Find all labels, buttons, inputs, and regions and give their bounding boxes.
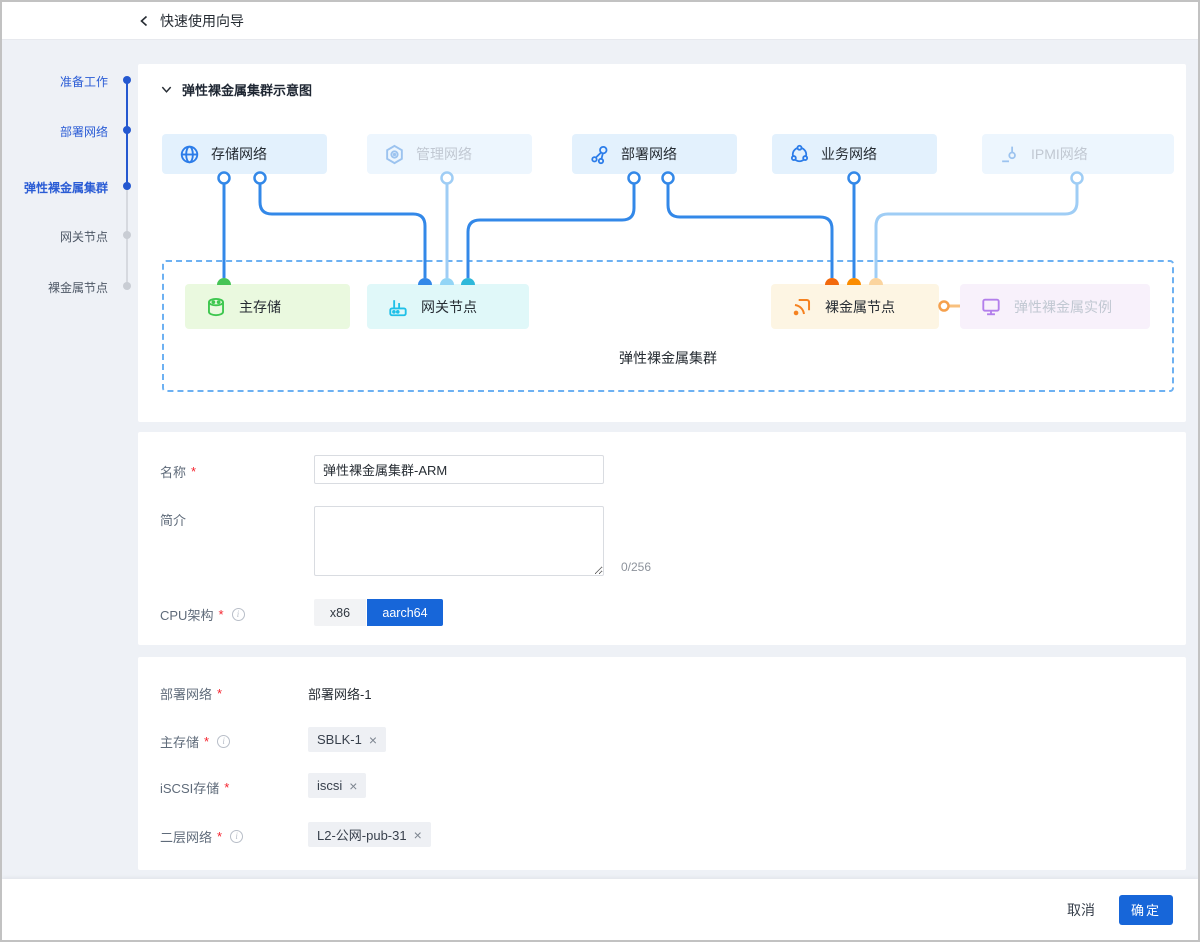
info-icon[interactable]: i (217, 735, 231, 748)
network-box-ipmi: IPMI网络 (982, 134, 1174, 174)
node-box-label: 弹性裸金属实例 (1014, 298, 1112, 315)
share-nodes-icon (591, 145, 608, 164)
required-mark: * (217, 686, 223, 701)
cluster-form-card: 名称* 简介 0/256 CPU架构* i x86 aarch64 (138, 432, 1186, 645)
required-mark: * (224, 780, 230, 795)
step-deploy-network[interactable]: 部署网络 (59, 125, 108, 139)
network-box-label: 部署网络 (621, 146, 677, 162)
header: 快速使用向导 (2, 2, 1198, 40)
l2-network-label: 二层网络* i (160, 827, 244, 846)
cpu-arch-x86-button[interactable]: x86 (314, 599, 366, 626)
cast-icon (793, 298, 811, 315)
node-box-baremetal-node: 裸金属节点 (771, 284, 939, 329)
diagram-section-title: 弹性裸金属集群示意图 (182, 83, 313, 98)
chevron-left-icon (140, 15, 148, 26)
info-icon[interactable]: i (231, 608, 245, 621)
step-prepare-work[interactable]: 准备工作 (59, 75, 108, 89)
database-icon (208, 297, 224, 316)
step-dot-deploy-network (123, 126, 131, 134)
globe-icon (180, 145, 199, 163)
hex-gear-icon (386, 144, 403, 164)
network-box-storage: 存储网络 (162, 134, 327, 174)
network-box-label: 业务网络 (821, 146, 877, 162)
remove-tag-icon[interactable]: × (413, 826, 422, 843)
footer-action-bar: 取消 确定 (2, 879, 1198, 940)
chevron-down-icon (161, 86, 172, 93)
cancel-button[interactable]: 取消 (1067, 901, 1095, 918)
node-box-label: 主存储 (239, 298, 281, 315)
network-form-card: 部署网络* 部署网络-1 主存储* i SBLK-1 × iSCSI存储* is… (138, 657, 1186, 870)
primary-storage-tag: SBLK-1 × (308, 727, 386, 752)
back-button[interactable]: 快速使用向导 (138, 11, 244, 31)
network-box-label: 管理网络 (416, 146, 472, 162)
remove-tag-icon[interactable]: × (368, 731, 377, 748)
network-box-label: IPMI网络 (1031, 146, 1088, 162)
description-textarea[interactable] (314, 506, 604, 576)
node-box-gateway-node: 网关节点 (367, 284, 529, 329)
step-dot-prepare-work (123, 76, 131, 84)
ipmi-connector-icon (1002, 146, 1016, 162)
required-mark: * (217, 829, 223, 844)
cpu-arch-segmented-control: x86 aarch64 (314, 599, 443, 626)
iscsi-storage-tag: iscsi × (308, 773, 367, 798)
network-box-business: 业务网络 (772, 134, 937, 174)
required-mark: * (204, 734, 210, 749)
diagram-section-toggle[interactable]: 弹性裸金属集群示意图 (160, 80, 312, 99)
required-mark: * (191, 464, 197, 479)
node-box-label: 网关节点 (421, 298, 477, 315)
cpu-arch-label: CPU架构* i (160, 605, 245, 624)
step-gateway-node[interactable]: 网关节点 (59, 230, 108, 244)
router-icon (389, 299, 407, 316)
network-box-management: 管理网络 (367, 134, 532, 174)
step-baremetal-node[interactable]: 裸金属节点 (47, 281, 108, 295)
remove-tag-icon[interactable]: × (349, 777, 358, 794)
monitor-icon (982, 298, 1000, 315)
info-icon[interactable]: i (230, 830, 244, 843)
step-dot-elastic-baremetal-cluster (123, 182, 131, 190)
cpu-arch-aarch64-button[interactable]: aarch64 (367, 599, 443, 626)
step-dot-baremetal-node (123, 282, 131, 290)
confirm-button[interactable]: 确定 (1119, 894, 1173, 925)
step-elastic-baremetal-cluster[interactable]: 弹性裸金属集群 (23, 181, 108, 195)
network-box-deploy: 部署网络 (572, 134, 737, 174)
required-mark: * (218, 607, 224, 622)
node-box-primary-storage: 主存储 (185, 284, 350, 329)
primary-storage-label: 主存储* i (160, 732, 231, 751)
network-box-label: 存储网络 (211, 146, 267, 162)
char-counter: 0/256 (621, 560, 652, 574)
ring-network-icon (790, 144, 809, 162)
deploy-network-label: 部署网络* (160, 686, 223, 702)
cluster-label: 弹性裸金属集群 (619, 350, 717, 366)
description-label: 简介 (160, 513, 187, 528)
step-dot-gateway-node (123, 231, 131, 239)
node-box-elastic-baremetal-instance: 弹性裸金属实例 (960, 284, 1150, 329)
diagram-card: 弹性裸金属集群示意图 弹性裸金属集群 存储网络 管理网络 部署网络 业务网络 I… (138, 64, 1186, 422)
name-input[interactable] (314, 455, 604, 484)
node-box-label: 裸金属节点 (825, 298, 895, 315)
name-label: 名称* (160, 464, 197, 480)
deploy-network-value: 部署网络-1 (308, 687, 372, 702)
iscsi-storage-label: iSCSI存储* (160, 780, 230, 796)
l2-network-tag: L2-公网-pub-31 × (308, 822, 431, 847)
page-title: 快速使用向导 (160, 12, 244, 29)
steps-progress-line-done (126, 83, 128, 186)
